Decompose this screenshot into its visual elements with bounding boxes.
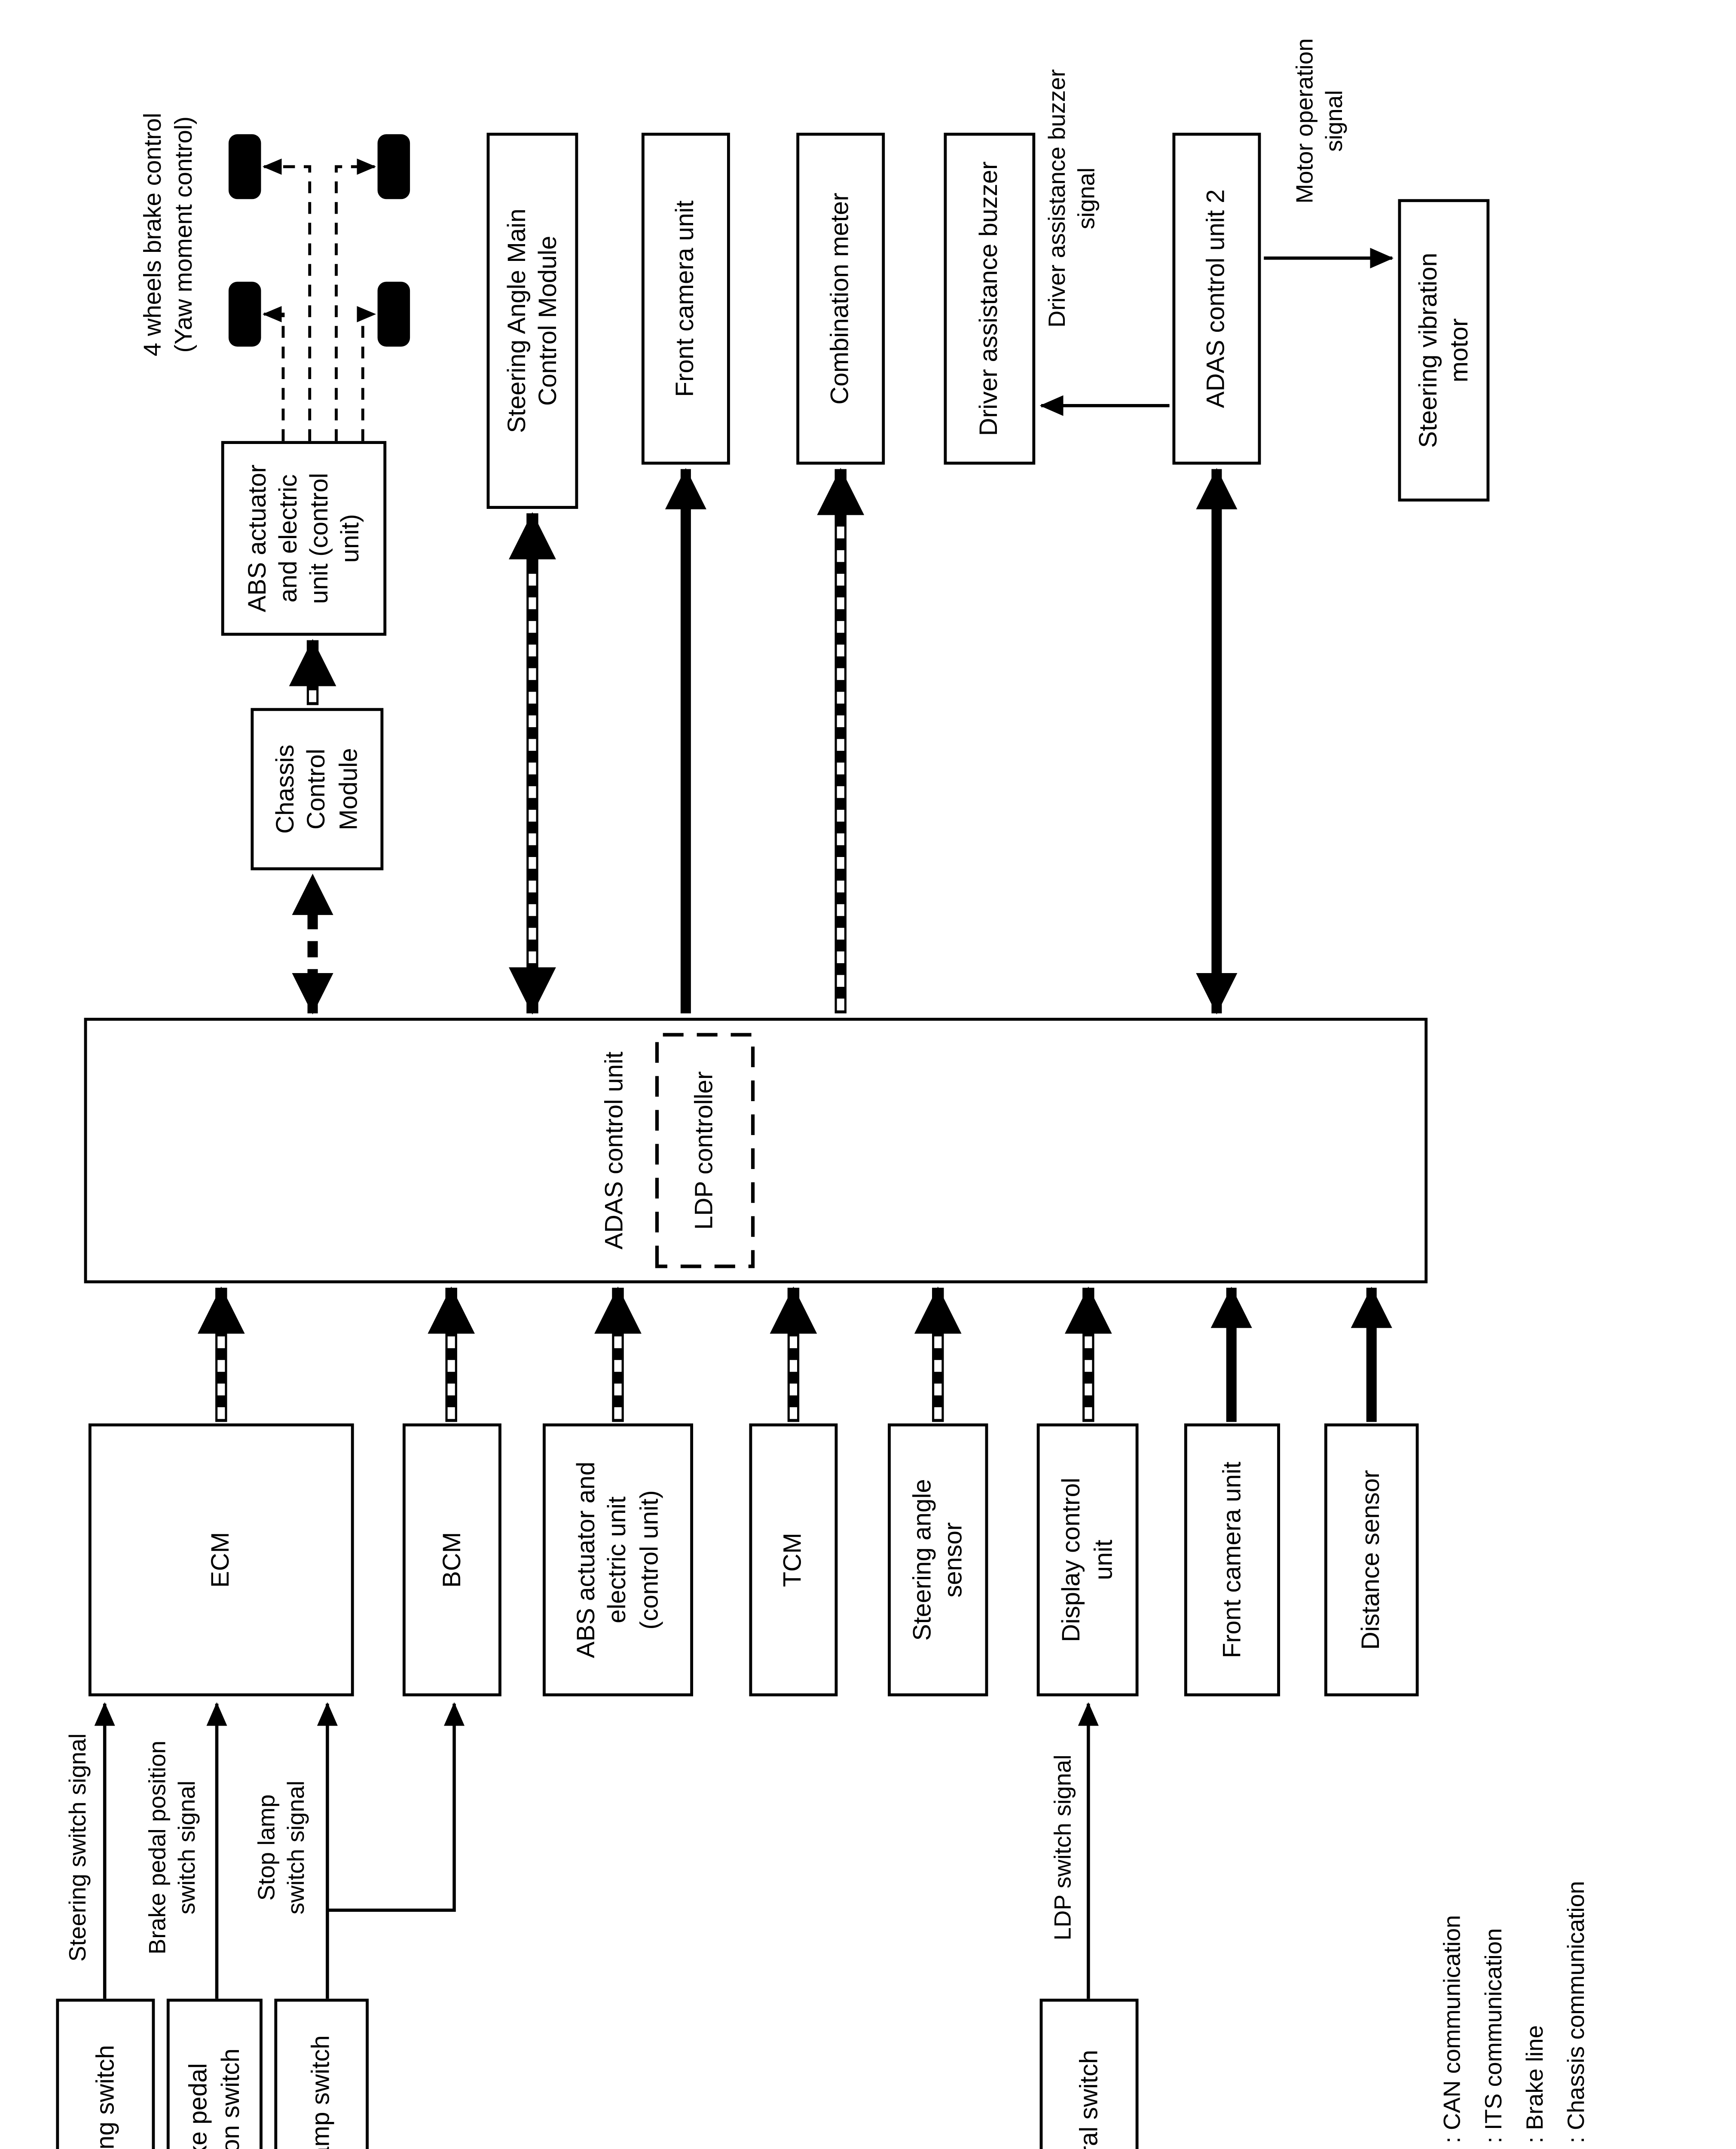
box-adas-control-unit <box>84 1018 1428 1283</box>
box-ecm: ECM <box>88 1423 354 1696</box>
brake-line-wheel-rear-right <box>335 158 376 441</box>
box-front-camera-unit-input-label: Front camera unit <box>1218 1461 1246 1658</box>
box-distance-sensor-label: Distance sensor <box>1357 1470 1386 1650</box>
box-steering-angle-sensor: Steering angle sensor <box>888 1423 988 1696</box>
label-steering-switch-signal: Steering switch signal <box>66 1733 92 1962</box>
box-driver-assistance-buzzer: Driver assistance buzzer <box>944 132 1036 465</box>
box-integral-switch: Integral switch <box>1039 1999 1139 2149</box>
wheel-front-left-icon <box>228 282 261 347</box>
box-steering-switch-label: Steering switch <box>91 2045 119 2149</box>
box-stop-lamp-switch-label: Stop lamp switch <box>307 2035 336 2149</box>
box-steering-angle-main-control-module: Steering Angle Main Control Module <box>486 132 578 509</box>
wheel-front-right-icon <box>228 134 261 199</box>
box-adas-control-unit-2-label: ADAS control unit 2 <box>1202 189 1231 408</box>
label-motor-operation-signal: Motor operation signal <box>1293 38 1348 204</box>
box-chassis-control-module: Chassis Control Module <box>251 708 384 870</box>
label-ldp-switch-signal: LDP switch signal <box>1051 1754 1077 1941</box>
box-adas-control-unit-2: ADAS control unit 2 <box>1172 132 1261 465</box>
box-ldp-controller: LDP controller <box>655 1032 755 1268</box>
box-steering-vibration-motor-label: Steering vibration motor <box>1414 253 1473 448</box>
box-stop-lamp-switch: Stop lamp switch <box>274 1999 369 2149</box>
box-combination-meter: Combination meter <box>796 132 885 465</box>
label-brake-pedal-signal: Brake pedal position switch signal <box>146 1740 201 1955</box>
box-driver-assistance-buzzer-label: Driver assistance buzzer <box>975 161 1004 436</box>
box-abs-actuator-chain: ABS actuator and electric unit (control … <box>221 441 387 636</box>
box-ecm-label: ECM <box>207 1532 235 1588</box>
brake-line-wheel-front-right <box>262 158 312 441</box>
box-ldp-controller-label: LDP controller <box>691 1071 719 1230</box>
legend-its-label: : ITS communication <box>1482 1928 1507 2143</box>
box-bcm-label: BCM <box>438 1532 466 1588</box>
box-steering-switch: Steering switch <box>56 1999 155 2149</box>
box-abs-actuator-input-label: ABS actuator and electric unit (control … <box>572 1461 663 1659</box>
legend-brake-label: : Brake line <box>1523 2025 1549 2143</box>
box-display-control-unit-label: Display control unit <box>1058 1477 1117 1642</box>
box-steering-vibration-motor: Steering vibration motor <box>1398 199 1490 502</box>
box-front-camera-unit-output: Front camera unit <box>641 132 730 465</box>
brake-line-wheel-rear-left <box>357 306 376 441</box>
brake-line-wheel-front-left <box>262 306 285 441</box>
box-abs-actuator-input: ABS actuator and electric unit (control … <box>542 1423 694 1696</box>
box-brake-pedal-position-switch-label: Brake pedal position switch <box>185 2048 244 2149</box>
box-tcm-label: TCM <box>779 1533 807 1587</box>
box-integral-switch-label: Integral switch <box>1075 2050 1103 2149</box>
wheel-rear-right-icon <box>377 134 410 199</box>
label-driver-assistance-buzzer-signal: Driver assistance buzzer signal <box>1045 69 1100 328</box>
label-wheel-brake-note: 4 wheels brake control (Yaw moment contr… <box>140 113 197 356</box>
box-tcm: TCM <box>749 1423 838 1696</box>
box-adas-control-unit-label: ADAS control unit <box>600 1051 629 1250</box>
box-steering-angle-main-label: Steering Angle Main Control Module <box>503 208 562 433</box>
legend-can-label: : CAN communication <box>1441 1915 1466 2143</box>
box-steering-angle-sensor-label: Steering angle sensor <box>908 1479 968 1641</box>
label-stop-lamp-signal: Stop lamp switch signal <box>255 1780 310 1915</box>
box-abs-actuator-chain-label: ABS actuator and electric unit (control … <box>243 464 364 612</box>
wheel-rear-left-icon <box>377 282 410 347</box>
box-distance-sensor: Distance sensor <box>1324 1423 1419 1696</box>
ldp-controller-outline <box>655 1033 755 1268</box>
box-chassis-control-module-label: Chassis Control Module <box>272 744 362 834</box>
legend-chassis-label: : Chassis communication <box>1565 1881 1590 2143</box>
box-combination-meter-label: Combination meter <box>826 193 855 405</box>
box-display-control-unit: Display control unit <box>1036 1423 1139 1696</box>
box-bcm: BCM <box>402 1423 501 1696</box>
box-brake-pedal-position-switch: Brake pedal position switch <box>166 1999 263 2149</box>
box-front-camera-unit-input: Front camera unit <box>1184 1423 1280 1696</box>
signal-arrow-stop-lamp <box>317 1702 465 1999</box>
box-front-camera-unit-output-label: Front camera unit <box>672 200 700 397</box>
